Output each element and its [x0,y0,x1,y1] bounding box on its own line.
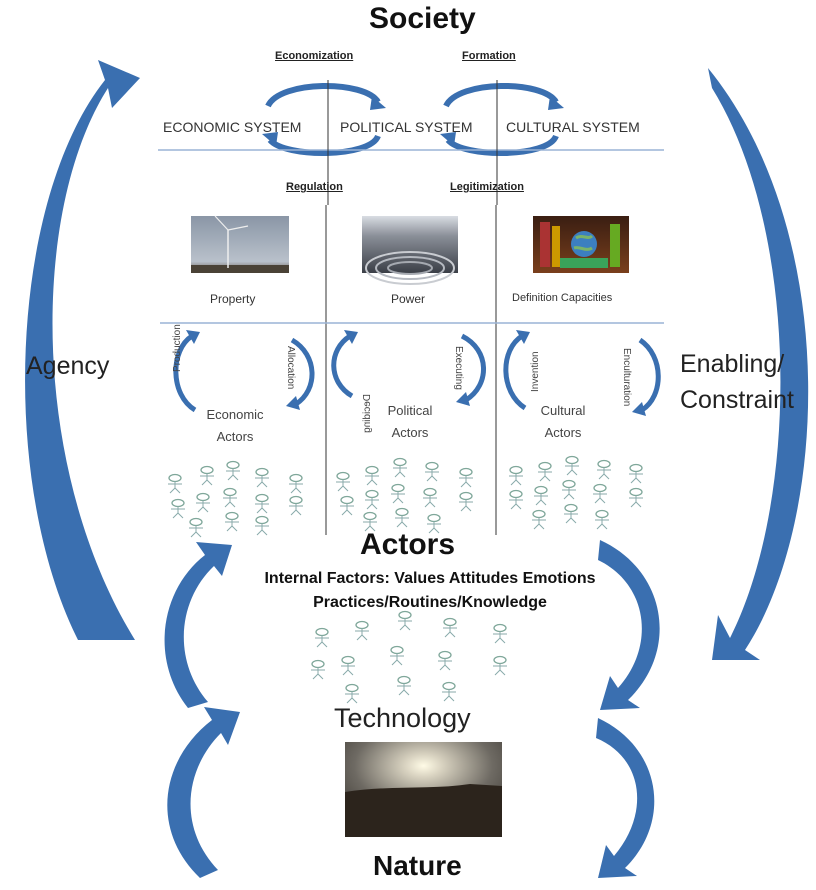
production-allocation-cycle [173,333,315,413]
sunset-field-photo [345,742,502,837]
invention-enculturation-cycle [503,333,661,413]
political-actors-crowd [335,457,474,534]
cultural-actors-line1: Cultural [540,403,586,418]
actors-crowd [310,610,508,704]
property-label: Property [210,292,256,306]
allocation-label: Allocation [285,346,296,390]
wind-turbine-photo [191,215,289,273]
nature-title: Nature [373,850,462,881]
cultural-actors-crowd [508,455,644,530]
constraint-line: Constraint [680,386,794,414]
formation-label: Formation [462,50,516,62]
actors-agency-arrow-left [164,542,232,708]
political-system-label: POLITICAL SYSTEM [340,119,473,135]
internal-factors-line2: Practices/Routines/Knowledge [313,594,547,611]
political-actors-line1: Political [387,403,433,418]
agency-label: Agency [26,352,110,380]
executing-label: Executing [453,346,464,390]
legitimization-label: Legitimization [450,181,524,193]
regulation-label: Regulation [286,181,343,193]
definition-capacities-label: Definition Capacities [512,292,613,304]
economic-actors-label: Economic Actors [200,404,270,448]
agency-arrow [25,60,140,640]
economic-actors-line2: Actors [216,429,254,444]
actors-constraint-arrow-right [598,540,660,710]
political-actors-label: Political Actors [370,400,450,444]
parliament-photo [362,216,458,285]
globe-books-photo [533,216,629,273]
enabling-line: Enabling/ [680,350,785,378]
economization-cycle [265,83,381,156]
economic-actors-line1: Economic [206,407,264,422]
cultural-actors-line2: Actors [544,425,582,440]
power-label: Power [391,292,426,306]
deciding-executing-cycle [331,333,486,403]
actors-title: Actors [360,528,456,561]
nature-technology-arrow-left [167,707,240,878]
internal-factors-line1: Internal Factors: Values Attitudes Emoti… [264,570,596,587]
internal-factors-text: Internal Factors: Values Attitudes Emoti… [200,567,660,615]
economic-actors-crowd [167,460,304,538]
cultural-actors-label: Cultural Actors [528,400,598,444]
economic-system-label: ECONOMIC SYSTEM [163,119,302,135]
enabling-arrow [708,68,809,660]
technology-label: Technology [334,703,471,733]
political-actors-line2: Actors [391,425,429,440]
technology-nature-arrow-right [596,718,655,878]
economization-label: Economization [275,50,354,62]
enabling-constraint-label: Enabling/ Constraint [680,346,794,418]
production-label: Production [172,324,183,372]
formation-cycle [443,83,559,156]
cultural-system-label: CULTURAL SYSTEM [506,119,640,135]
society-title: Society [369,2,476,35]
invention-label: Invention [530,351,541,392]
enculturation-label: Enculturation [621,348,632,407]
